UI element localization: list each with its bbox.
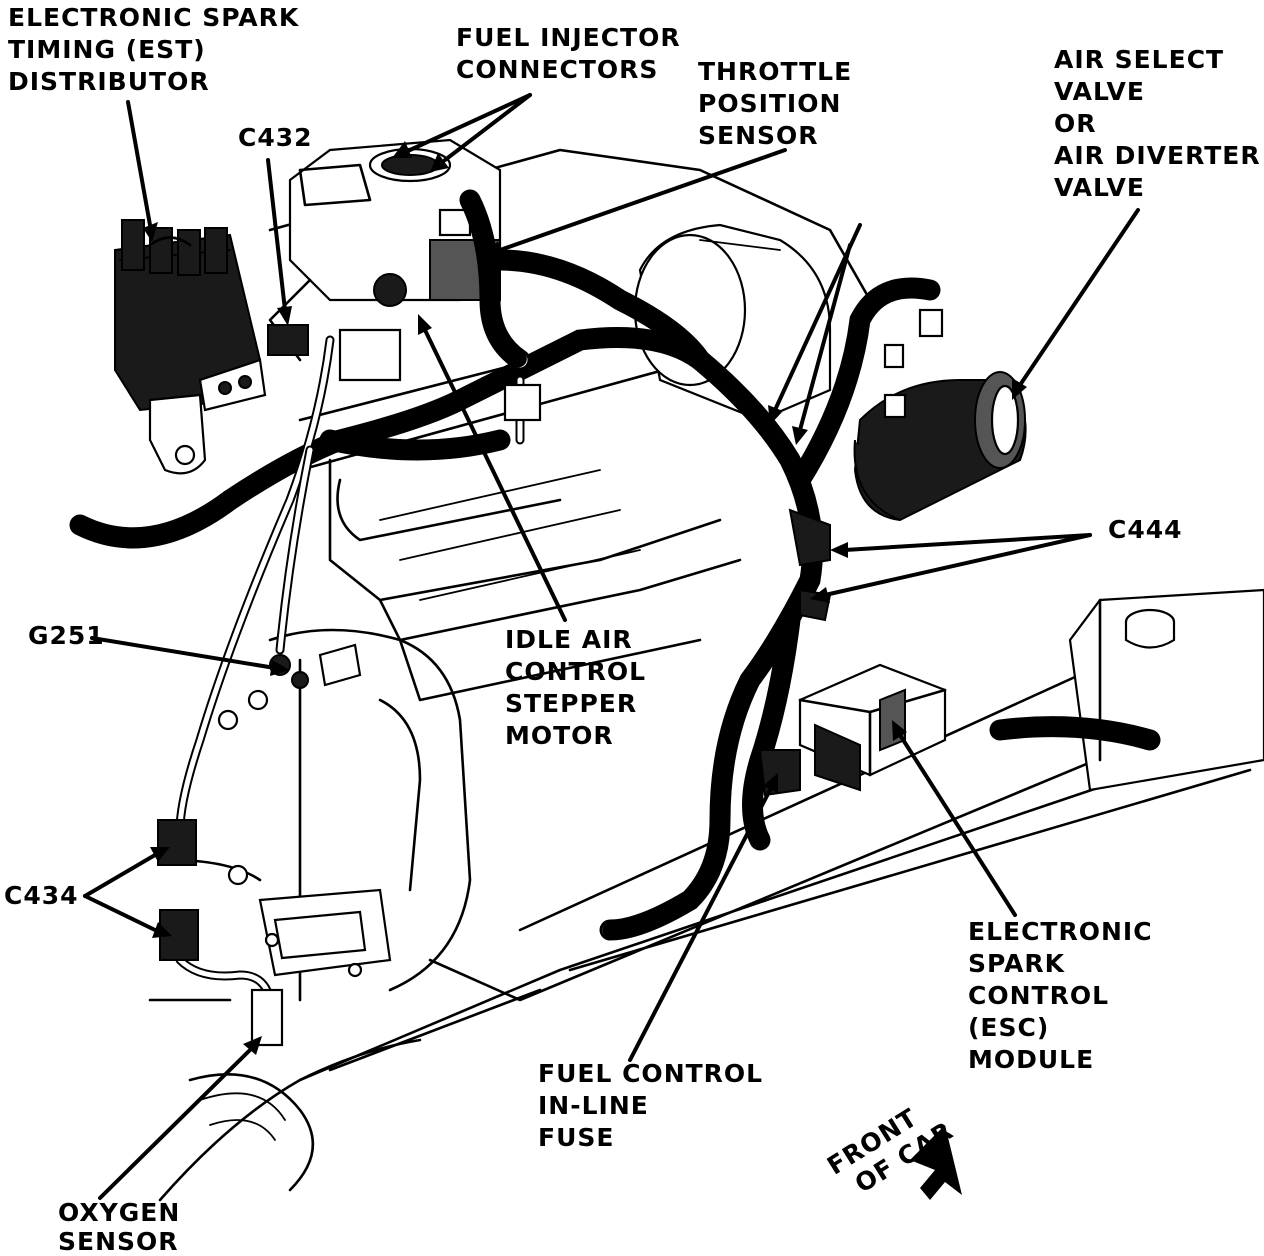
label-g251: G251: [28, 621, 105, 650]
label-oxygen-sensor: OXYGEN SENSOR: [58, 1198, 181, 1256]
label-fuel-injector-connectors: FUEL INJECTOR CONNECTORS: [456, 23, 681, 84]
connectors: [157, 324, 832, 1047]
label-c432: C432: [238, 123, 313, 152]
leader-lines: [83, 93, 1140, 1200]
exhaust-manifold: [148, 618, 1252, 1202]
label-idle-air-control: IDLE AIR CONTROL STEPPER MOTOR: [505, 625, 647, 750]
label-esc-module: ELECTRONIC SPARK CONTROL (ESC) MODULE: [968, 917, 1153, 1074]
front-of-car-arrow-icon: [910, 1125, 962, 1200]
label-fuel-control-fuse: FUEL CONTROL IN-LINE FUSE: [538, 1059, 764, 1152]
label-c444: C444: [1108, 515, 1183, 544]
label-air-select-valve: AIR SELECT VALVE OR AIR DIVERTER VALVE: [1054, 45, 1261, 202]
air-select-valve: [853, 308, 1027, 522]
label-throttle-position-sensor: THROTTLE POSITION SENSOR: [698, 57, 853, 150]
label-est-distributor: ELECTRONIC SPARK TIMING (EST) DISTRIBUTO…: [8, 3, 300, 96]
distributor: [114, 219, 267, 475]
label-c434: C434: [4, 881, 79, 910]
wiring-harness: [69, 189, 1161, 1005]
battery-box: [1068, 588, 1264, 792]
